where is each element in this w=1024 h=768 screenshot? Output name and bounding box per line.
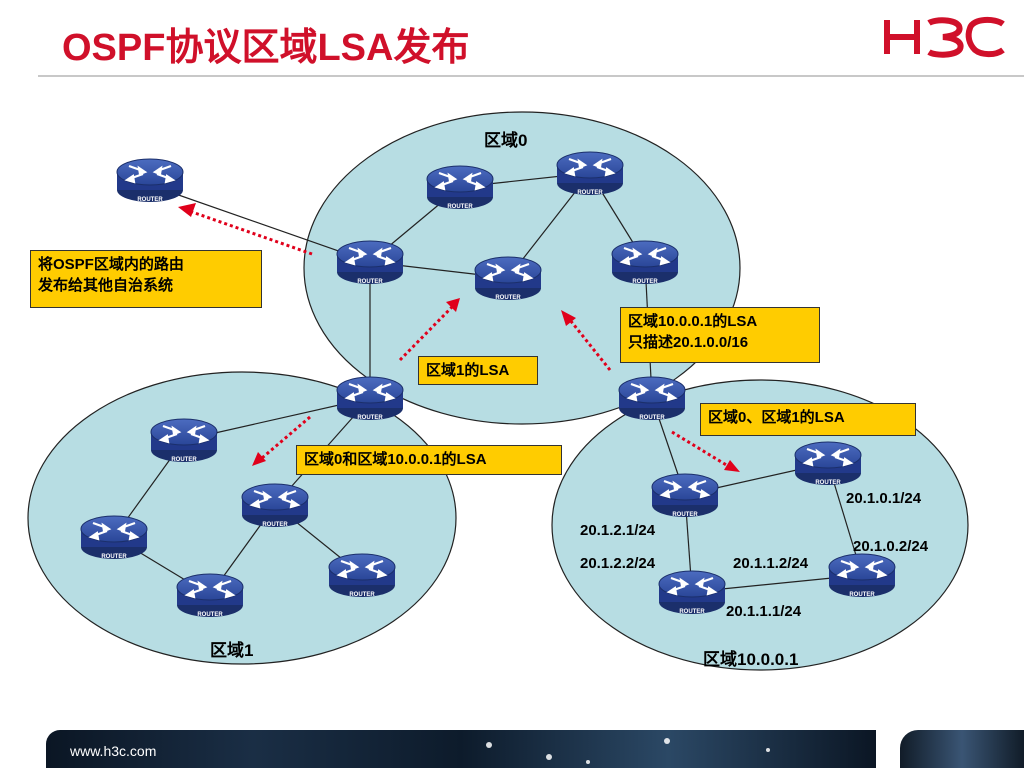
area1-lsa-callout: 区域1的LSA	[418, 356, 538, 385]
router-caption: ROUTER	[679, 609, 705, 615]
external-routes-callout: 将OSPF区域内的路由 发布给其他自治系统	[30, 250, 262, 308]
router-a0-center	[473, 255, 543, 302]
router-a0-top-left	[425, 164, 495, 211]
callout-line: 将OSPF区域内的路由	[38, 256, 184, 273]
h3c-logo	[884, 16, 1005, 58]
router-caption: ROUTER	[357, 279, 383, 285]
router-caption: ROUTER	[357, 415, 383, 421]
router-a1-right	[327, 552, 397, 599]
router-caption: ROUTER	[639, 415, 665, 421]
router-caption: ROUTER	[197, 612, 223, 618]
subnet-label: 20.1.2.2/24	[580, 555, 656, 572]
router-abr-area1	[335, 375, 405, 422]
summary-lsa-callout: 区域10.0.0.1的LSA 只描述20.1.0.0/16	[620, 307, 820, 363]
router-a1-top	[149, 417, 219, 464]
router-stub-top-right	[793, 440, 863, 487]
title-divider	[38, 75, 1024, 77]
arrowheads	[178, 203, 740, 472]
router-stub-bottom-right	[827, 552, 897, 599]
area0-area1-lsa-callout: 区域0、区域1的LSA	[700, 403, 916, 436]
router-external	[115, 157, 185, 204]
lsa-flow-arrows	[191, 210, 729, 468]
router-stub-bottom-left	[657, 569, 727, 616]
callout-line: 只描述20.1.0.0/16	[628, 334, 749, 351]
footer-banner-right	[900, 730, 1024, 768]
router-caption: ROUTER	[137, 197, 163, 203]
subnet-label: 20.1.0.1/24	[846, 490, 922, 507]
router-caption: ROUTER	[262, 522, 288, 528]
subnet-label: 20.1.0.2/24	[853, 538, 929, 555]
router-caption: ROUTER	[171, 457, 197, 463]
router-caption: ROUTER	[447, 204, 473, 210]
router-a1-left	[79, 514, 149, 561]
area0-stub-lsa-callout: 区域0和区域10.0.0.1的LSA	[296, 445, 562, 475]
router-caption: ROUTER	[495, 295, 521, 301]
router-caption: ROUTER	[815, 480, 841, 486]
callout-line: 区域10.0.0.1的LSA	[628, 313, 758, 330]
router-a1-center	[240, 482, 310, 529]
router-stub-left	[650, 472, 720, 519]
router-a0-right	[610, 239, 680, 286]
router-a0-top-right	[555, 150, 625, 197]
router-a0-asbr	[335, 239, 405, 286]
router-caption: ROUTER	[672, 512, 698, 518]
area-0-label: 区域0	[484, 131, 528, 150]
router-abr-stub	[617, 375, 687, 422]
callout-line: 发布给其他自治系统	[38, 277, 174, 294]
area-1-label: 区域1	[210, 641, 254, 660]
router-captions: ROUTER ROUTER ROUTER ROUTER ROUTER ROUTE…	[101, 190, 875, 618]
footer-banner: www.h3c.com	[46, 730, 876, 768]
router-a1-bottom	[175, 572, 245, 619]
router-caption: ROUTER	[849, 592, 875, 598]
router-caption: ROUTER	[577, 190, 603, 196]
subnet-label: 20.1.1.1/24	[726, 603, 802, 620]
subnet-label: 20.1.1.2/24	[733, 555, 809, 572]
footer-url[interactable]: www.h3c.com	[70, 743, 157, 759]
router-caption: ROUTER	[632, 279, 658, 285]
router-caption: ROUTER	[349, 592, 375, 598]
page-title: OSPF协议区域LSA发布	[62, 27, 470, 69]
area-stub-region	[551, 379, 969, 671]
router-caption: ROUTER	[101, 554, 127, 560]
area-stub-label: 区域10.0.0.1	[703, 650, 799, 669]
subnet-label: 20.1.2.1/24	[580, 522, 656, 539]
